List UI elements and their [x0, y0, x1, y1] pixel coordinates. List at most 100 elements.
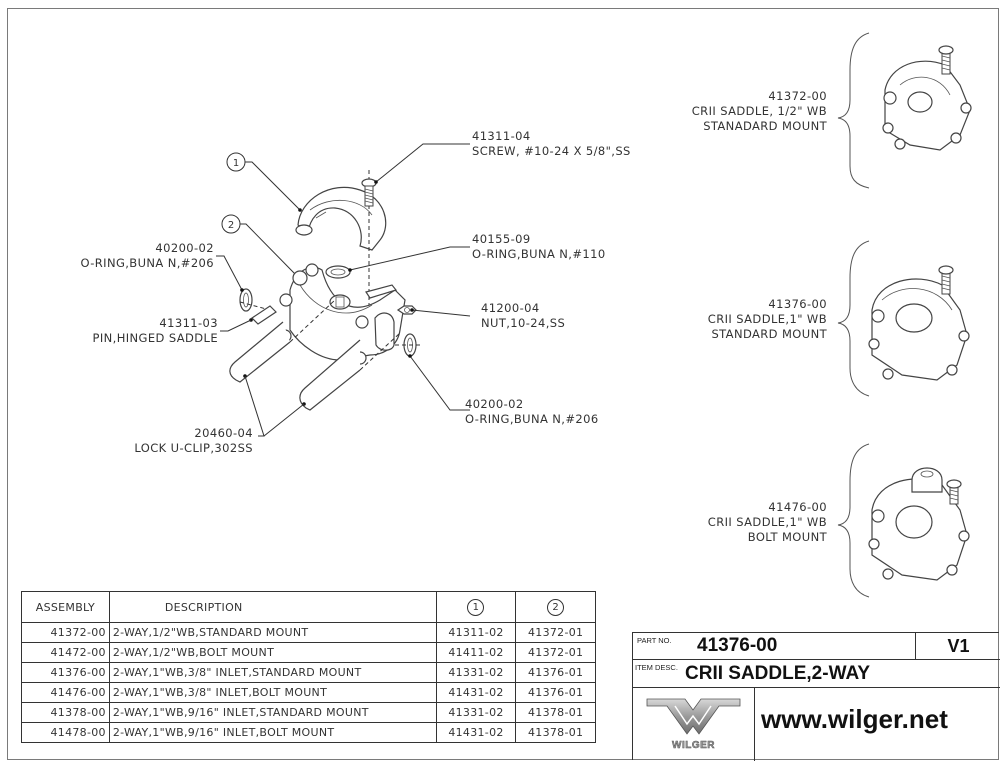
cell-assembly: 41476-00: [21, 682, 110, 703]
cell-assembly: 41376-00: [21, 662, 110, 683]
balloon-1-header: 1: [467, 598, 485, 616]
label-pin: 41311-03 PIN,HINGED SADDLE: [93, 316, 218, 346]
revision: V1: [947, 636, 970, 656]
header-col1: 1: [435, 591, 517, 623]
wilger-logo: WILGER: [633, 688, 755, 761]
label-oring-110-part: 40155-09: [472, 232, 531, 246]
cell-description: 2-WAY,1"WB,3/8" INLET,STANDARD MOUNT: [108, 662, 437, 683]
title-block-desc-row: ITEM DESC. CRII SADDLE,2-WAY: [633, 659, 1000, 688]
label-screw: 41311-04 SCREW, #10-24 X 5/8",SS: [472, 129, 631, 159]
label-screw-desc: SCREW, #10-24 X 5/8",SS: [472, 144, 631, 158]
wilger-w-icon: [646, 698, 741, 735]
table-row: 41372-00 2-WAY,1/2"WB,STANDARD MOUNT 413…: [21, 622, 596, 643]
variant-3-part: 41476-00: [768, 500, 827, 514]
table-row: 41376-00 2-WAY,1"WB,3/8" INLET,STANDARD …: [21, 662, 596, 683]
cell-col2: 41372-01: [515, 622, 596, 643]
label-oring-206-right: 40200-02 O-RING,BUNA N,#206: [465, 397, 599, 427]
label-oring-206-left-part: 40200-02: [155, 241, 214, 255]
cell-col2: 41376-01: [515, 682, 596, 703]
cell-col2: 41378-01: [515, 722, 596, 743]
svg-text:1: 1: [233, 158, 239, 169]
header-description: DESCRIPTION: [108, 591, 437, 623]
variant-1-line1: CRII SADDLE, 1/2" WB: [691, 104, 827, 118]
variant-2-line1: CRII SADDLE,1" WB: [707, 312, 827, 326]
variant-3-line1: CRII SADDLE,1" WB: [707, 515, 827, 529]
label-oring-206-right-desc: O-RING,BUNA N,#206: [465, 412, 599, 426]
label-nut-part: 41200-04: [481, 301, 540, 315]
label-uclip-part: 20460-04: [194, 426, 253, 440]
label-pin-part: 41311-03: [159, 316, 218, 330]
oring-110-part: [325, 246, 470, 279]
variant-1-part: 41372-00: [768, 89, 827, 103]
cell-col1: 41311-02: [435, 622, 517, 643]
cell-description: 2-WAY,1"WB,9/16" INLET,BOLT MOUNT: [108, 722, 437, 743]
label-oring-206-left-desc: O-RING,BUNA N,#206: [80, 256, 214, 270]
label-oring-206-left: 40200-02 O-RING,BUNA N,#206: [80, 241, 214, 271]
balloon-2: 2: [221, 214, 298, 277]
oring-206-right-part: [395, 333, 470, 411]
oring-206-left-part: [216, 255, 271, 312]
variant-2-part: 41376-00: [768, 297, 827, 311]
cell-col2: 41372-01: [515, 642, 596, 663]
balloon-2-header: 2: [547, 598, 565, 616]
cell-assembly: 41372-00: [21, 622, 110, 643]
item-description: CRII SADDLE,2-WAY: [685, 663, 871, 684]
table-row: 41472-00 2-WAY,1/2"WB,BOLT MOUNT 41411-0…: [21, 642, 596, 663]
table-row: 41478-00 2-WAY,1"WB,9/16" INLET,BOLT MOU…: [21, 722, 596, 743]
variant-label-1: 41372-00 CRII SADDLE, 1/2" WB STANADARD …: [692, 89, 827, 134]
cell-description: 2-WAY,1"WB,3/8" INLET,BOLT MOUNT: [108, 682, 437, 703]
wilger-wordmark: WILGER: [672, 740, 715, 752]
cell-col1: 41331-02: [435, 662, 517, 683]
header-col2: 2: [515, 591, 596, 623]
cell-description: 2-WAY,1"WB,9/16" INLET,STANDARD MOUNT: [108, 702, 437, 723]
variant-1-graphic: [837, 32, 972, 189]
website-url[interactable]: www.wilger.net: [761, 704, 948, 734]
cell-assembly: 41472-00: [21, 642, 110, 663]
cell-description: 2-WAY,1/2"WB,BOLT MOUNT: [108, 642, 437, 663]
cell-col2: 41376-01: [515, 662, 596, 683]
variant-2-graphic: [837, 240, 970, 397]
cell-col1: 41431-02: [435, 722, 517, 743]
label-uclip-desc: LOCK U-CLIP,302SS: [134, 441, 253, 455]
u-clip-part: [229, 299, 401, 437]
cell-col2: 41378-01: [515, 702, 596, 723]
title-block-logo-row: WILGER www.wilger.net: [633, 688, 1000, 761]
label-oring-110: 40155-09 O-RING,BUNA N,#110: [472, 232, 606, 262]
label-oring-110-desc: O-RING,BUNA N,#110: [472, 247, 606, 261]
label-pin-desc: PIN,HINGED SADDLE: [92, 331, 218, 345]
screw-part: [361, 143, 470, 310]
saddle-body-part: [278, 263, 406, 365]
variant-label-3: 41476-00 CRII SADDLE,1" WB BOLT MOUNT: [708, 500, 827, 545]
variant-2-line2: STANDARD MOUNT: [711, 327, 827, 341]
cell-assembly: 41378-00: [21, 702, 110, 723]
label-nut: 41200-04 NUT,10-24,SS: [481, 301, 565, 331]
balloon-1: 1: [226, 152, 302, 212]
drawing-frame: [7, 8, 999, 760]
variant-1-line2: STANADARD MOUNT: [703, 119, 827, 133]
variant-3-graphic: [837, 443, 970, 598]
assembly-table: ASSEMBLY DESCRIPTION 1 2 41372-00 2-WAY,…: [21, 591, 596, 743]
cell-assembly: 41478-00: [21, 722, 110, 743]
nut-part: [396, 305, 471, 317]
svg-text:2: 2: [228, 220, 234, 231]
item-desc-label: ITEM DESC.: [635, 663, 678, 672]
variant-3-line2: BOLT MOUNT: [747, 530, 827, 544]
cell-col1: 41411-02: [435, 642, 517, 663]
label-oring-206-right-part: 40200-02: [465, 397, 524, 411]
pin-part: [220, 305, 277, 332]
label-screw-part: 41311-04: [472, 129, 531, 143]
cell-description: 2-WAY,1/2"WB,STANDARD MOUNT: [108, 622, 437, 643]
saddle-clamp-part: [295, 186, 387, 251]
title-block-part-row: PART NO. 41376-00 V1: [633, 633, 1000, 660]
label-nut-desc: NUT,10-24,SS: [481, 316, 566, 330]
table-row: 41476-00 2-WAY,1"WB,3/8" INLET,BOLT MOUN…: [21, 682, 596, 703]
assembly-table-header: ASSEMBLY DESCRIPTION 1 2: [21, 591, 596, 623]
label-uclip: 20460-04 LOCK U-CLIP,302SS: [134, 426, 253, 456]
cell-col1: 41331-02: [435, 702, 517, 723]
part-number: 41376-00: [697, 635, 778, 656]
header-assembly: ASSEMBLY: [21, 591, 110, 623]
variant-label-2: 41376-00 CRII SADDLE,1" WB STANDARD MOUN…: [708, 297, 827, 342]
title-block: PART NO. 41376-00 V1 ITEM DESC. CRII SAD…: [632, 632, 1000, 761]
table-row: 41378-00 2-WAY,1"WB,9/16" INLET,STANDARD…: [21, 702, 596, 723]
